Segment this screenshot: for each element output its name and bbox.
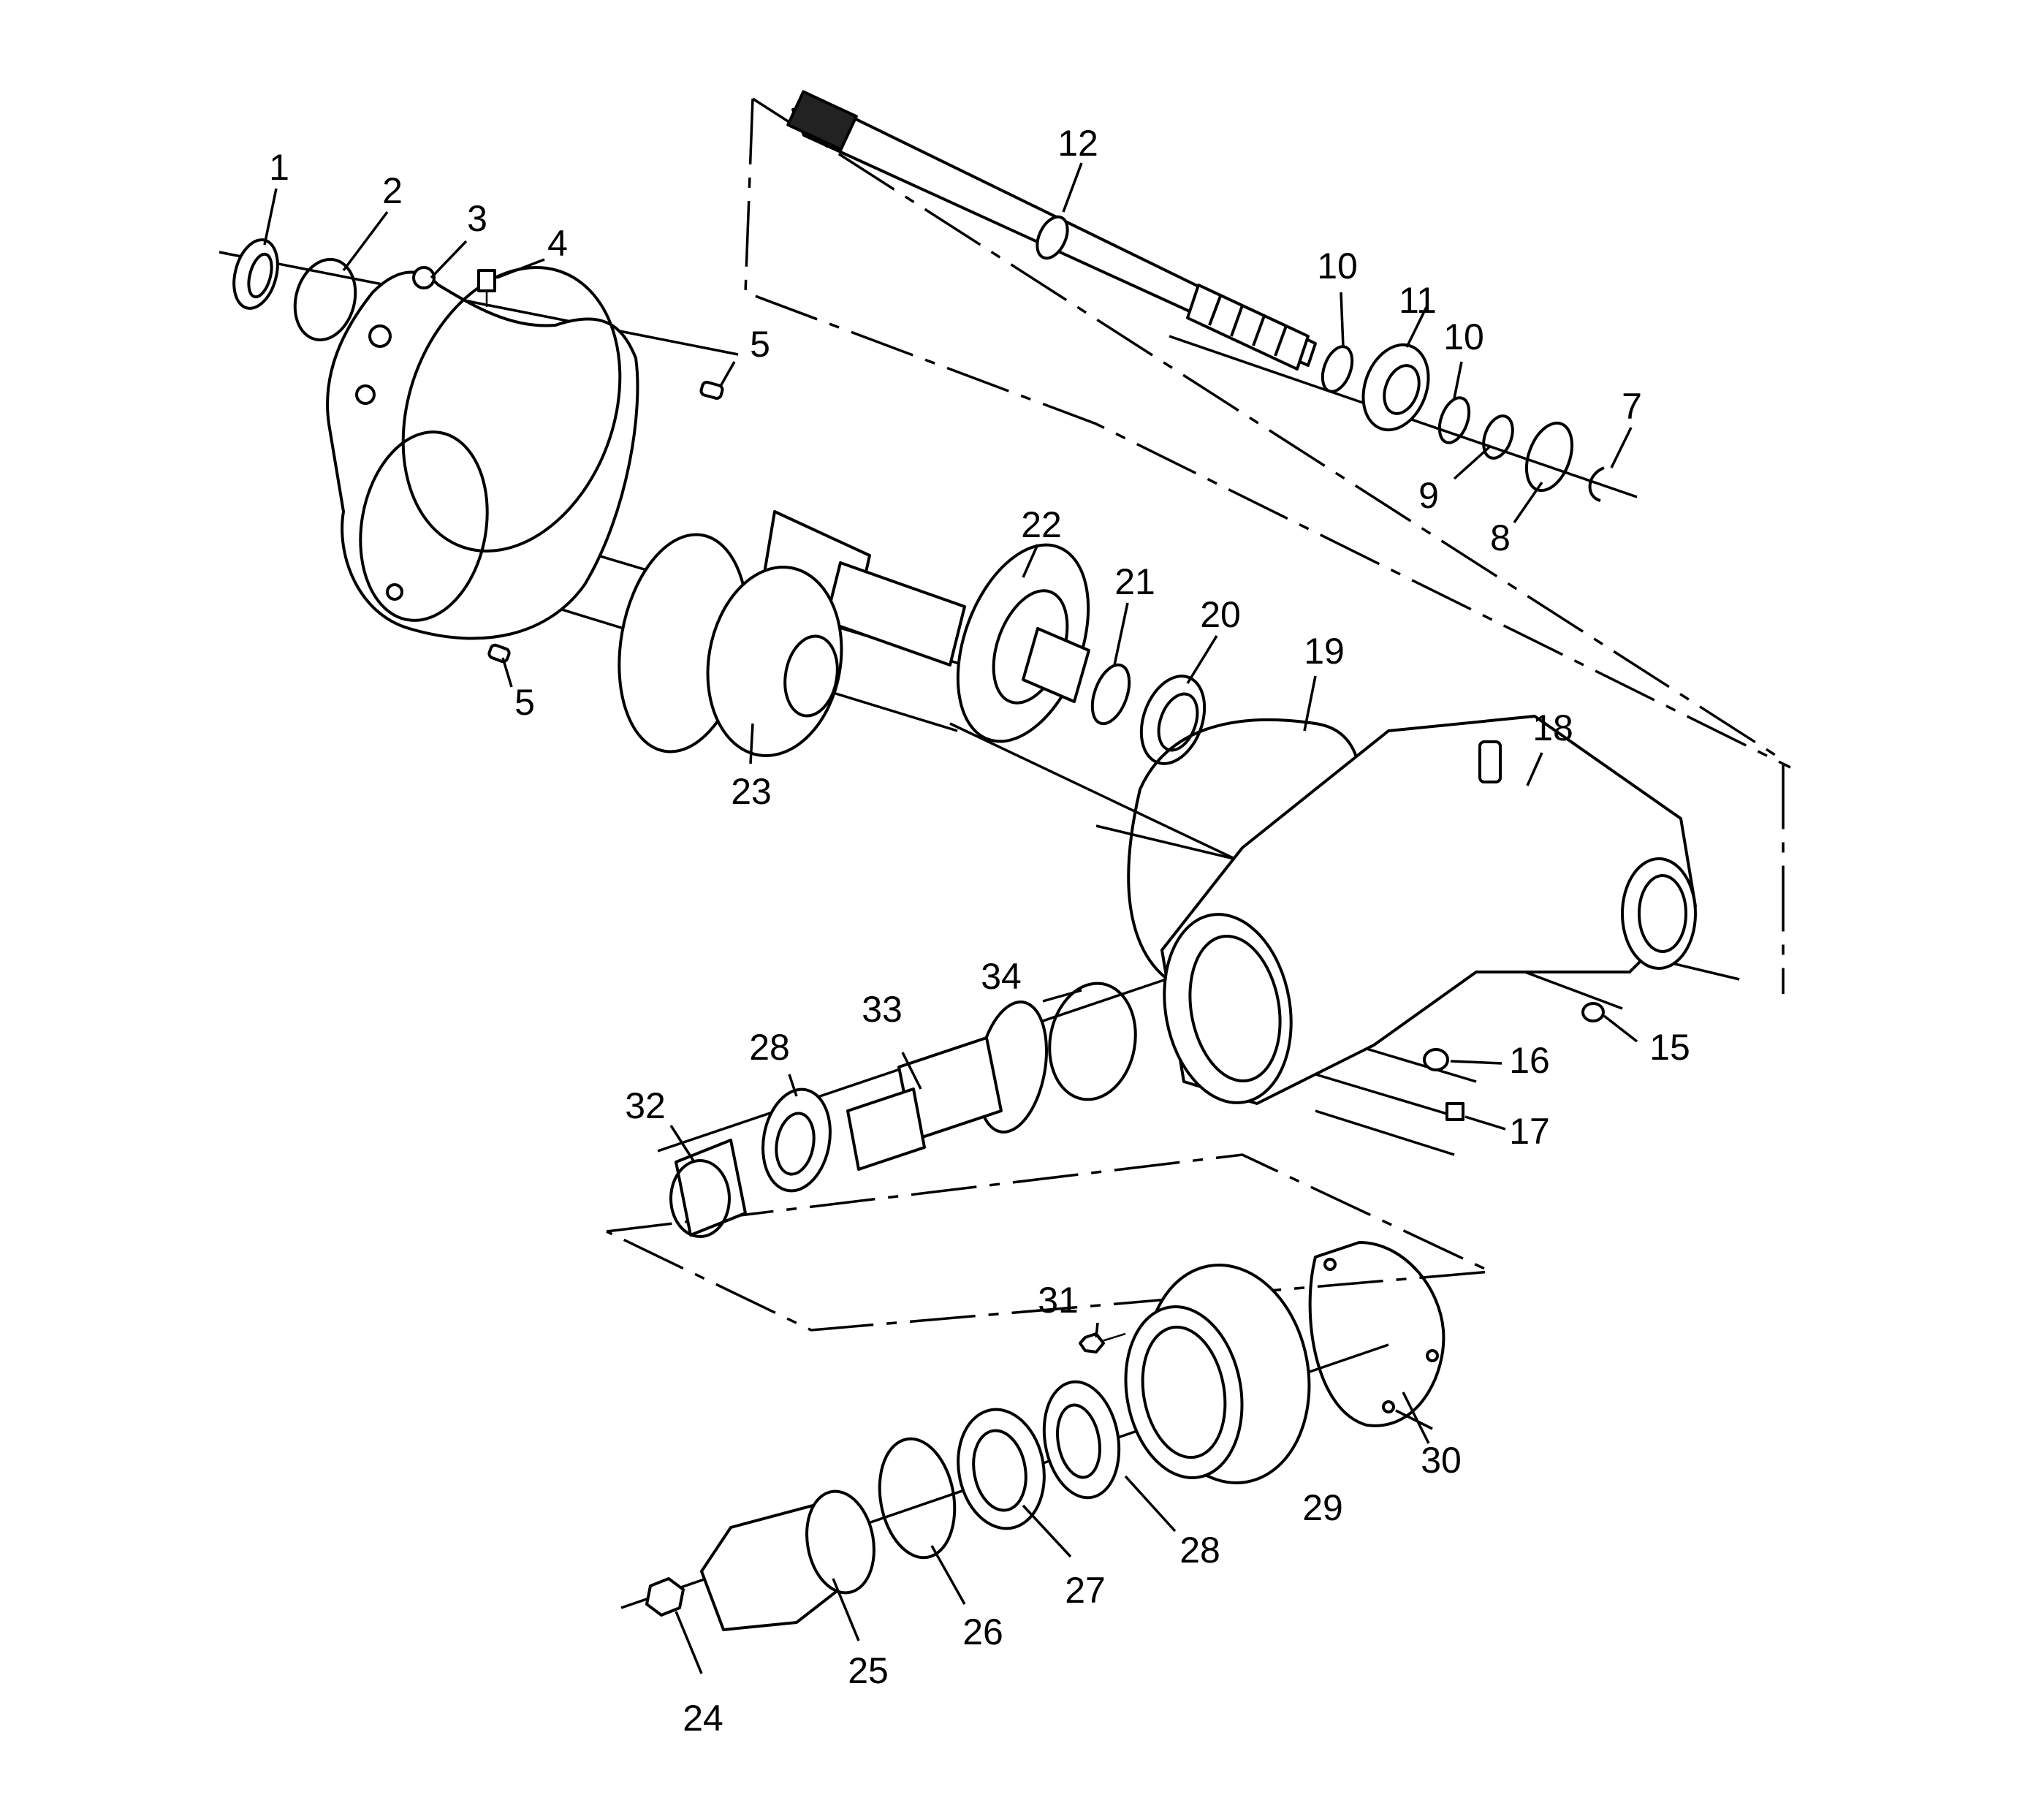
rear-housing-18 xyxy=(1160,715,1697,1105)
sleeve-32 xyxy=(669,1139,747,1238)
seal-27 xyxy=(957,1408,1046,1530)
callout-10-right: 10 xyxy=(1443,316,1484,357)
gasket-30 xyxy=(1308,1241,1445,1427)
seal-1 xyxy=(232,238,279,310)
dowel-5a xyxy=(699,381,724,400)
output-shaft xyxy=(786,90,1317,371)
leader-lines xyxy=(263,162,1638,1674)
callout-2: 2 xyxy=(382,170,403,211)
bearing-28a xyxy=(761,1087,832,1193)
callout-29: 29 xyxy=(1302,1487,1343,1528)
callout-28-upper: 28 xyxy=(749,1027,790,1068)
callout-3: 3 xyxy=(467,198,487,239)
callout-21: 21 xyxy=(1114,561,1155,602)
plug-15 xyxy=(1581,1002,1605,1022)
callout-16: 16 xyxy=(1509,1040,1550,1081)
snap-ring-8 xyxy=(1524,421,1574,493)
callout-10-left: 10 xyxy=(1317,246,1358,286)
callout-25: 25 xyxy=(848,1650,889,1691)
front-output-shaft-33 xyxy=(846,1001,1048,1171)
callout-24: 24 xyxy=(683,1698,723,1739)
callout-32: 32 xyxy=(625,1085,666,1126)
grouping-outlines xyxy=(606,97,1791,1332)
callout-5-upper: 5 xyxy=(750,324,770,365)
yoke-25 xyxy=(700,1489,875,1631)
callout-8: 8 xyxy=(1490,517,1511,558)
callout-30: 30 xyxy=(1421,1440,1462,1481)
o-ring-34 xyxy=(1048,982,1137,1101)
callout-1: 1 xyxy=(269,147,289,188)
callout-5-lower: 5 xyxy=(514,682,535,723)
callout-20: 20 xyxy=(1200,594,1241,635)
clip-7 xyxy=(1588,466,1605,502)
plug-16 xyxy=(1423,1048,1449,1071)
callout-34: 34 xyxy=(981,956,1022,997)
callout-11: 11 xyxy=(1399,280,1437,321)
retaining-ring-10b xyxy=(1437,396,1471,444)
callout-12: 12 xyxy=(1057,123,1098,164)
callout-7: 7 xyxy=(1622,386,1642,427)
retaining-ring-10a xyxy=(1321,345,1354,393)
washer-9 xyxy=(1482,414,1514,460)
bolt-31 xyxy=(1079,1332,1126,1353)
gear-assembly-23 xyxy=(618,533,843,757)
bearing-28b xyxy=(1042,1380,1121,1500)
bolt-4 xyxy=(477,269,496,307)
bolt-17 xyxy=(1445,1102,1464,1121)
callout-17: 17 xyxy=(1509,1111,1550,1152)
adapter-housing-29 xyxy=(1124,1264,1311,1484)
nut-24 xyxy=(645,1577,685,1617)
callout-4: 4 xyxy=(547,223,568,264)
bearing-race-20 xyxy=(1139,675,1207,765)
front-housing-3 xyxy=(326,266,639,640)
callout-22: 22 xyxy=(1021,504,1062,545)
callout-31: 31 xyxy=(1038,1280,1079,1321)
dowel-5b xyxy=(487,643,511,664)
callout-23: 23 xyxy=(731,771,772,812)
shim-26 xyxy=(878,1437,957,1560)
callout-15: 15 xyxy=(1649,1027,1690,1068)
callout-28-lower: 28 xyxy=(1179,1530,1220,1571)
callout-33: 33 xyxy=(862,989,903,1030)
callout-19: 19 xyxy=(1304,631,1345,672)
ring-21 xyxy=(1090,663,1131,726)
shaft-bearing-11 xyxy=(1361,343,1430,432)
o-ring-2 xyxy=(293,257,357,342)
callout-labels: 1 2 3 4 5 5 7 8 9 10 10 11 12 15 16 17 1… xyxy=(269,123,1690,1739)
callout-18: 18 xyxy=(1532,707,1573,748)
callout-9: 9 xyxy=(1418,475,1439,516)
callout-27: 27 xyxy=(1065,1570,1106,1611)
callout-26: 26 xyxy=(962,1611,1003,1652)
